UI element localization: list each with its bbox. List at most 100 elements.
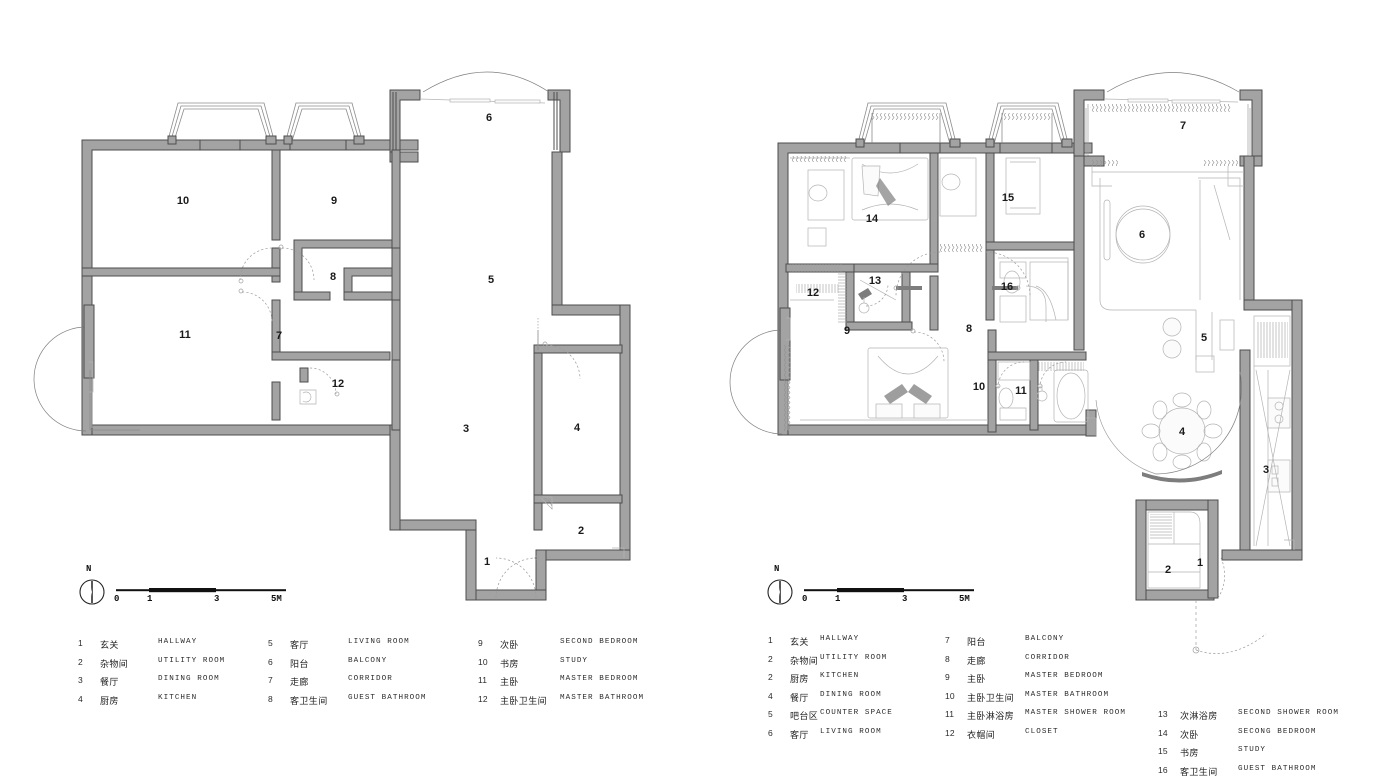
legend-number: 11 <box>478 675 488 686</box>
legend-label-en: LIVING ROOM <box>820 727 882 736</box>
legend-label-cn: 主卧卫生间 <box>500 695 548 706</box>
legend-label-cn: 客厅 <box>790 729 809 740</box>
legend-label-en: MASTER BEDROOM <box>560 675 639 684</box>
legend-label-en: DINING ROOM <box>158 675 220 684</box>
left-north-and-scale-graphic <box>79 579 286 605</box>
legend-label-en: KITCHEN <box>158 693 198 702</box>
legend-label-cn: 厨房 <box>100 695 119 706</box>
legend-label-cn: 吧台区 <box>790 711 819 722</box>
legend-label-cn: 餐厅 <box>790 692 809 703</box>
legend-number: 1 <box>768 635 773 645</box>
legend-label-en: HALLWAY <box>820 635 860 643</box>
room-number-9: 9 <box>331 195 337 207</box>
legend-label-en: SECOND BEDROOM <box>560 638 639 646</box>
room-number-14: 14 <box>866 213 879 225</box>
room-number-2: 2 <box>1165 564 1171 576</box>
legend-label-cn: 阳台 <box>290 658 309 669</box>
legend-number: 3 <box>78 675 83 686</box>
legend-label-cn: 阳台 <box>967 637 986 647</box>
legend-label-en: KITCHEN <box>820 672 860 681</box>
legend-number: 13 <box>1158 709 1168 719</box>
legend-label-cn: 次卧 <box>1180 729 1199 740</box>
legend-number: 6 <box>768 727 773 738</box>
legend-number: 11 <box>945 709 955 720</box>
legend-label-cn: 客厅 <box>290 640 309 650</box>
right-scale-tick-0: 0 <box>802 594 808 604</box>
legend-label-cn: 客卫生间 <box>290 695 328 706</box>
right-north-and-scale-graphic <box>767 579 974 605</box>
legend-label-en: STUDY <box>1238 746 1267 755</box>
legend-label-en: CORRIDOR <box>1025 653 1070 662</box>
legend-number: 2 <box>768 672 773 683</box>
room-number-8: 8 <box>966 323 972 335</box>
legend-label-en: DINING ROOM <box>820 690 882 699</box>
legend-label-cn: 杂物间 <box>790 655 819 666</box>
left-scale-tick-3: 3 <box>214 594 220 604</box>
room-number-2: 2 <box>578 525 584 537</box>
legend-label-en: MASTER BATHROOM <box>560 693 645 702</box>
legend-label-en: GUEST BATHROOM <box>348 693 427 702</box>
room-number-16: 16 <box>1001 281 1013 293</box>
legend-number: 8 <box>945 653 950 664</box>
legend-label-en: SECOND SHOWER ROOM <box>1238 709 1339 717</box>
left-scale-tick-0: 0 <box>114 594 120 604</box>
legend-number: 12 <box>478 693 488 704</box>
room-number-11: 11 <box>1015 385 1027 397</box>
legend-label-cn: 主卧淋浴房 <box>967 711 1015 722</box>
legend-number: 5 <box>268 638 273 648</box>
legend-label-en: MASTER BATHROOM <box>1025 690 1110 699</box>
room-number-5: 5 <box>488 274 494 286</box>
legend-label-en: GUEST BATHROOM <box>1238 764 1317 773</box>
legend-label-en: CORRIDOR <box>348 675 393 684</box>
legend-number: 14 <box>1158 727 1168 738</box>
legend-label-cn: 衣帽间 <box>967 729 996 740</box>
legend-label-cn: 客卫生间 <box>1180 766 1218 777</box>
right-scale-bar: N 0 1 3 5M <box>766 564 996 617</box>
legend-label-cn: 主卧 <box>967 674 986 685</box>
legend-label-en: MASTER SHOWER ROOM <box>1025 709 1126 718</box>
legend-number: 2 <box>768 653 773 664</box>
legend-label-cn: 次淋浴房 <box>1180 711 1218 721</box>
legend-number: 6 <box>268 656 273 667</box>
legend-label-cn: 次卧 <box>500 640 519 650</box>
legend-number: 1 <box>78 638 83 648</box>
left-north-label: N <box>86 564 92 574</box>
legend-label-en: HALLWAY <box>158 638 198 646</box>
room-number-10: 10 <box>973 381 985 393</box>
legend-number: 10 <box>945 690 955 701</box>
room-number-6: 6 <box>486 112 492 124</box>
left-scale-tick-5: 5M <box>271 594 282 604</box>
room-number-3: 3 <box>463 423 469 435</box>
right-scale-tick-3: 3 <box>902 594 908 604</box>
room-number-6: 6 <box>1139 229 1145 241</box>
legend-label-en: SECONG BEDROOM <box>1238 727 1317 736</box>
legend-number: 15 <box>1158 746 1168 757</box>
legend-number: 4 <box>78 693 83 704</box>
room-number-4: 4 <box>1179 426 1186 438</box>
legend-label-en: MASTER BEDROOM <box>1025 672 1104 681</box>
room-number-12: 12 <box>807 287 819 299</box>
room-number-11: 11 <box>179 329 191 341</box>
left-scale-tick-1: 1 <box>147 594 153 604</box>
room-number-13: 13 <box>869 275 881 287</box>
legend-label-cn: 书房 <box>500 658 519 669</box>
legend-label-cn: 厨房 <box>790 674 809 685</box>
room-number-7: 7 <box>276 330 282 342</box>
left-scale-bar: N 0 1 3 5M <box>78 564 308 617</box>
room-number-5: 5 <box>1201 332 1207 344</box>
legend-number: 12 <box>945 727 955 738</box>
right-scale-tick-1: 1 <box>835 594 841 604</box>
right-scale-tick-5: 5M <box>959 594 970 604</box>
right-north-label: N <box>774 564 780 574</box>
room-number-10: 10 <box>177 195 189 207</box>
legend-label-cn: 走廊 <box>967 655 986 666</box>
room-number-8: 8 <box>330 271 336 283</box>
room-number-3: 3 <box>1263 464 1269 476</box>
legend-label-en: LIVING ROOM <box>348 638 410 646</box>
